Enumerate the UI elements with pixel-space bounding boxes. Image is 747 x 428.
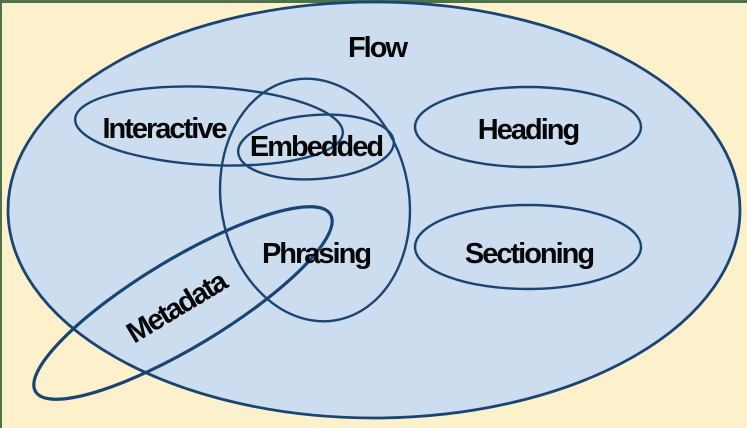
heading-ellipse bbox=[413, 85, 643, 169]
flow-label: Flow bbox=[348, 32, 408, 64]
sectioning-label: Sectioning bbox=[465, 238, 594, 270]
frame-border-left bbox=[0, 0, 2, 428]
phrasing-label: Phrasing bbox=[262, 238, 370, 270]
phrasing-ellipse bbox=[218, 77, 412, 323]
flow-ellipse bbox=[6, 0, 742, 420]
interactive-ellipse bbox=[73, 85, 345, 167]
sectioning-ellipse bbox=[413, 203, 643, 291]
heading-label: Heading bbox=[478, 114, 579, 146]
embedded-ellipse bbox=[236, 113, 396, 181]
interactive-label: Interactive bbox=[102, 113, 227, 145]
embedded-label: Embedded bbox=[250, 131, 383, 163]
metadata-ellipse bbox=[32, 205, 334, 401]
